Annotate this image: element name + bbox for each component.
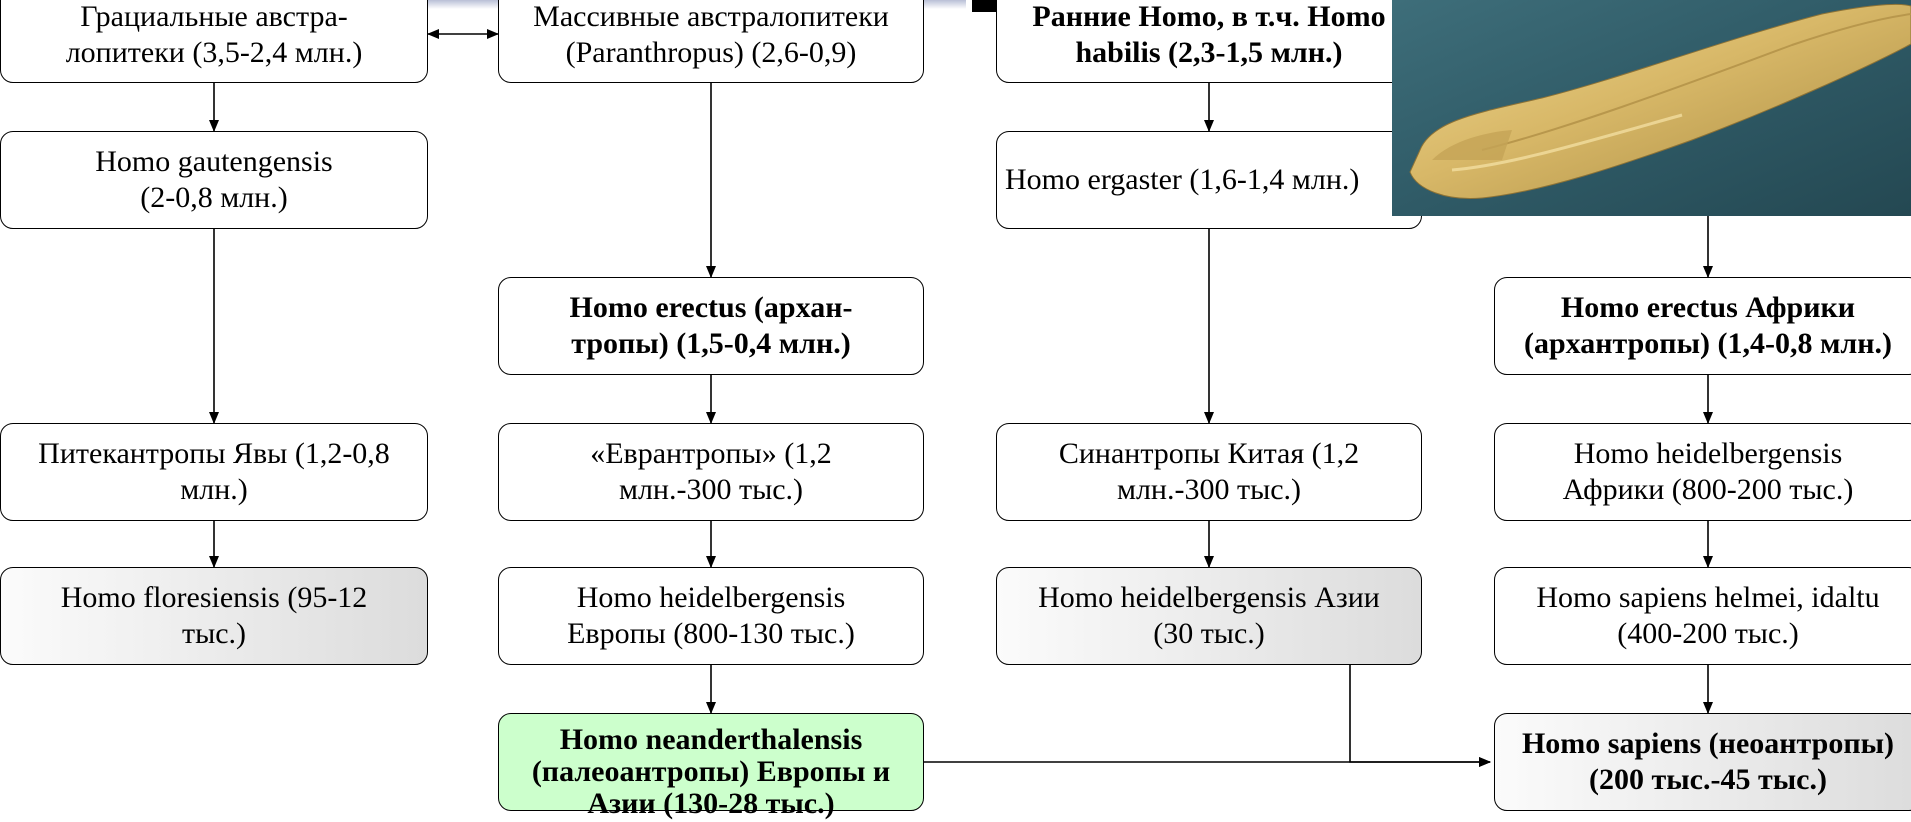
heidelberg-africa-label: Homo heidelbergensis Африки (800-200 тыс… bbox=[1562, 437, 1854, 506]
sapiens-label: Homo sapiens (неоантропы) (200 тыс.-45 т… bbox=[1521, 727, 1895, 796]
box-homo-neanderthalensis: Homo neanderthalensis (палеоантропы) Евр… bbox=[498, 713, 924, 820]
box-robust-australopithecines: Массивные австралопитеки (Paranthropus) … bbox=[498, 0, 924, 83]
euranthropes-label: «Еврантропы» (1,2 млн.-300 тыс.) bbox=[590, 437, 832, 506]
box-gracile-australopithecines: Грациальные австра- лопитеки (3,5-2,4 мл… bbox=[0, 0, 428, 83]
box-euranthropes: «Еврантропы» (1,2 млн.-300 тыс.) bbox=[498, 423, 924, 521]
floresiensis-label: Homo floresiensis (95-12 тыс.) bbox=[60, 581, 368, 650]
box-heidelbergensis-asia: Homo heidelbergensis Азии (30 тыс.) bbox=[996, 567, 1422, 665]
heidelberg-europe-label: Homo heidelbergensis Европы (800-130 тыс… bbox=[567, 581, 855, 650]
box-homo-sapiens: Homo sapiens (неоантропы) (200 тыс.-45 т… bbox=[1494, 713, 1911, 811]
helmei-label: Homo sapiens helmei, idaltu (400-200 тыс… bbox=[1536, 581, 1880, 650]
ergaster-label: Homo ergaster (1,6-1,4 млн.) bbox=[1005, 163, 1360, 196]
java-label: Питекантропы Явы (1,2-0,8 млн.) bbox=[38, 437, 390, 506]
sinanthropes-label: Синантропы Китая (1,2 млн.-300 тыс.) bbox=[1058, 437, 1360, 506]
top-decorative-band bbox=[0, 0, 966, 9]
box-sapiens-helmei: Homo sapiens helmei, idaltu (400-200 тыс… bbox=[1494, 567, 1911, 665]
neanderthal-label: Homo neanderthalensis (палеоантропы) Евр… bbox=[531, 723, 891, 820]
box-heidelbergensis-africa: Homo heidelbergensis Африки (800-200 тыс… bbox=[1494, 423, 1911, 521]
box-homo-erectus-africa: Homo erectus Африки (архантропы) (1,4-0,… bbox=[1494, 277, 1911, 375]
box-heidelbergensis-europe: Homo heidelbergensis Европы (800-130 тыс… bbox=[498, 567, 924, 665]
box-sinanthropes: Синантропы Китая (1,2 млн.-300 тыс.) bbox=[996, 423, 1422, 521]
gracile-label: Грациальные австра- лопитеки (3,5-2,4 мл… bbox=[65, 0, 363, 69]
box-java-pithecanthropes: Питекантропы Явы (1,2-0,8 млн.) bbox=[0, 423, 428, 521]
box-homo-gautengensis: Homo gautengensis (2-0,8 млн.) bbox=[0, 131, 428, 229]
erectus-label: Homo erectus (архан- тропы) (1,5-0,4 млн… bbox=[569, 291, 853, 360]
erectus-africa-label: Homo erectus Африки (архантропы) (1,4-0,… bbox=[1523, 291, 1893, 360]
box-homo-ergaster: Homo ergaster (1,6-1,4 млн.) bbox=[996, 131, 1422, 229]
box-early-homo: Ранние Homo, в т.ч. Homo habilis (2,3-1,… bbox=[996, 0, 1422, 83]
heidelberg-asia-label: Homo heidelbergensis Азии (30 тыс.) bbox=[1038, 581, 1380, 650]
early-homo-label: Ранние Homo, в т.ч. Homo habilis (2,3-1,… bbox=[1032, 0, 1386, 69]
link-heidelberg-asia-merge bbox=[1349, 665, 1491, 767]
box-homo-floresiensis: Homo floresiensis (95-12 тыс.) bbox=[0, 567, 428, 665]
gautengensis-label: Homo gautengensis (2-0,8 млн.) bbox=[95, 145, 333, 214]
flint-tool-photo bbox=[1392, 0, 1911, 216]
robust-label: Массивные австралопитеки (Paranthropus) … bbox=[533, 0, 889, 69]
box-homo-erectus: Homo erectus (архан- тропы) (1,5-0,4 млн… bbox=[498, 277, 924, 375]
